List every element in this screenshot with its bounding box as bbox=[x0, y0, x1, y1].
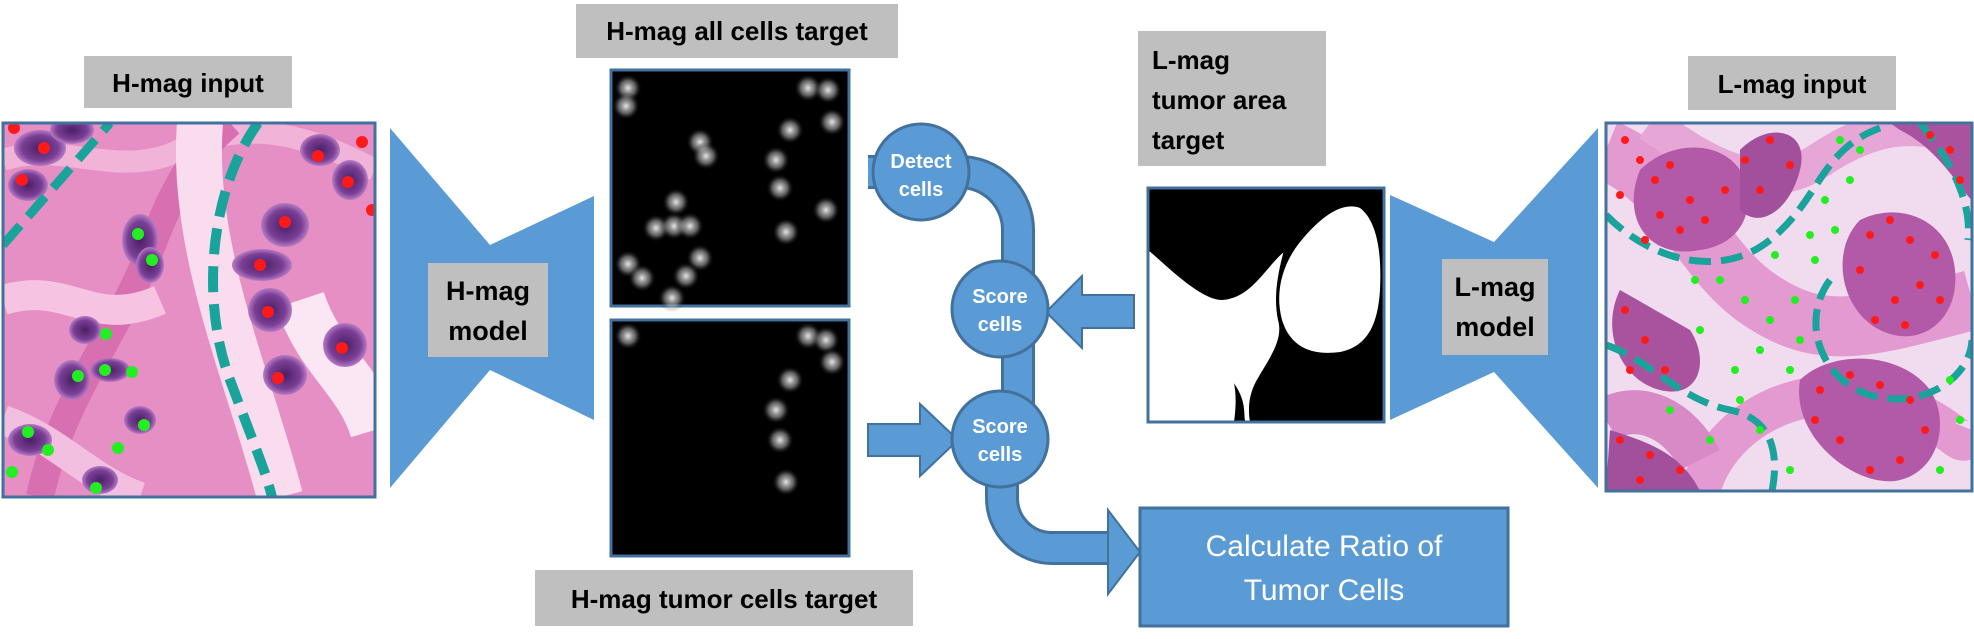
hmag-input-frame bbox=[1, 121, 377, 499]
hmag-tumor-cells-target-image bbox=[609, 318, 851, 558]
flow-pipe bbox=[868, 155, 1142, 597]
score-cells-upper-line2: cells bbox=[978, 314, 1022, 336]
hmag-tumor-cells-target-label-text: H-mag tumor cells target bbox=[571, 584, 878, 614]
score-cells-node-upper: Score cells bbox=[950, 259, 1050, 359]
hmag-all-cells-target-image bbox=[609, 68, 851, 312]
lmag-tumor-area-target-label: L-mag tumor area target bbox=[1138, 31, 1326, 166]
lmag-model-line1: L-mag bbox=[1455, 272, 1536, 302]
hmag-model-line1: H-mag bbox=[446, 276, 530, 306]
hmag-model: H-mag model bbox=[390, 128, 594, 488]
hmag-input-label-text: H-mag input bbox=[112, 68, 264, 98]
detect-cells-node: Detect cells bbox=[871, 122, 971, 222]
hmag-all-cells-target-label-text: H-mag all cells target bbox=[606, 16, 868, 46]
hmag-model-line2: model bbox=[448, 316, 528, 346]
lmag-input-label: L-mag input bbox=[1688, 56, 1896, 110]
calculate-line1: Calculate Ratio of bbox=[1206, 530, 1443, 563]
lmag-tumor-area-line1: L-mag bbox=[1152, 45, 1230, 75]
score-cells-node-lower: Score cells bbox=[950, 389, 1050, 489]
lmag-model-line2: model bbox=[1455, 312, 1535, 342]
detect-cells-line2: cells bbox=[899, 179, 943, 201]
score-cells-lower-line1: Score bbox=[972, 416, 1028, 438]
lmag-model-label-box bbox=[1442, 259, 1548, 355]
calculate-line2: Tumor Cells bbox=[1244, 574, 1405, 607]
lmag-tumor-area-line3: target bbox=[1152, 125, 1225, 155]
lmag-tumor-area-line2: tumor area bbox=[1152, 85, 1287, 115]
detect-cells-line1: Detect bbox=[890, 151, 951, 173]
score-cells-lower-line2: cells bbox=[978, 444, 1022, 466]
hmag-all-cells-target-label: H-mag all cells target bbox=[576, 4, 898, 58]
lmag-tumor-area-target-image bbox=[1146, 186, 1386, 424]
tumor-target-arrow bbox=[867, 401, 960, 479]
hmag-input-label: H-mag input bbox=[84, 56, 292, 108]
hmag-tumor-cells-target-label: H-mag tumor cells target bbox=[535, 570, 913, 626]
lmag-input-label-text: L-mag input bbox=[1718, 69, 1867, 99]
score-cells-upper-line1: Score bbox=[972, 286, 1028, 308]
area-target-arrow bbox=[1044, 273, 1135, 351]
calculate-ratio-box: Calculate Ratio of Tumor Cells bbox=[1138, 506, 1510, 628]
lmag-input-image bbox=[1606, 123, 1972, 491]
lmag-input-frame bbox=[1604, 121, 1974, 493]
hmag-input-image bbox=[3, 123, 375, 497]
lmag-model: L-mag model bbox=[1390, 128, 1598, 488]
hmag-model-label-box bbox=[428, 263, 548, 357]
